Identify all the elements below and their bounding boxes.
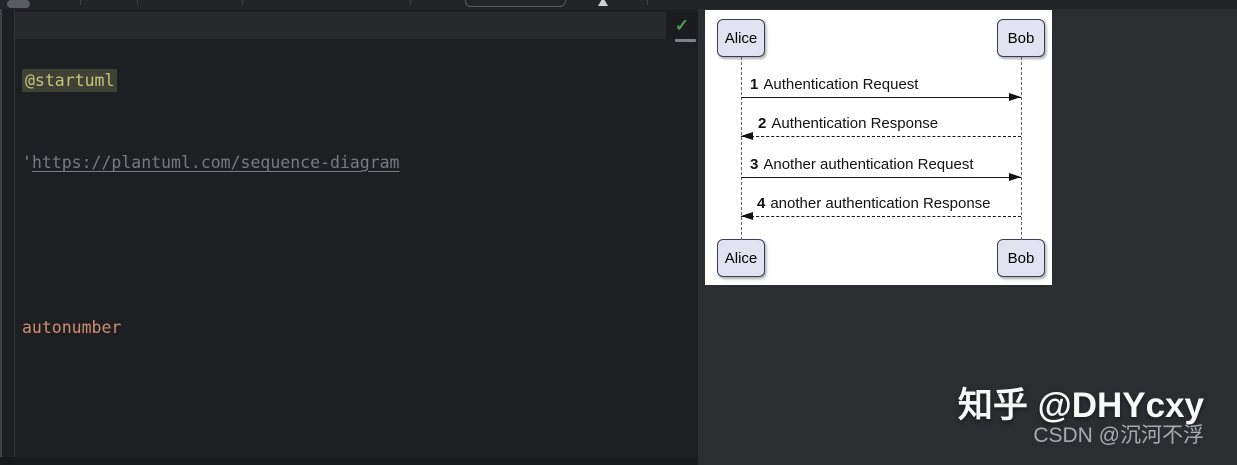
checkmark-icon[interactable]: ✓ [674, 15, 690, 35]
message-text: Authentication Request [763, 76, 919, 93]
message-number: 1 [750, 76, 759, 93]
gutter-divider [14, 9, 15, 465]
message-line-solid [741, 177, 1021, 178]
participant-box-alice-top: Alice [717, 19, 765, 57]
arrowhead-right-icon [1009, 172, 1021, 181]
message-text: Another authentication Request [763, 156, 974, 173]
message-text: Authentication Response [771, 115, 939, 132]
message-number: 3 [750, 156, 759, 173]
comment-link[interactable]: https://plantuml.com/sequence-diagram [31, 153, 400, 172]
participant-box-bob-top: Bob [997, 19, 1045, 57]
toolbar-button[interactable] [465, 0, 566, 7]
editor-bottom-strip [0, 457, 698, 465]
inspections-widget[interactable]: ✓ [666, 11, 698, 39]
comment-quote: ' [22, 153, 32, 172]
autonumber-token[interactable]: autonumber [22, 318, 122, 337]
message-number: 2 [758, 115, 767, 132]
watermark-zhihu: 知乎 @DHYcxy [957, 386, 1204, 425]
toolbar-strip [0, 0, 1237, 9]
code-line[interactable]: @startuml [22, 67, 682, 95]
lifeline-bob [1021, 57, 1022, 240]
message-line-solid [741, 97, 1021, 98]
message-line-dashed [741, 136, 1021, 137]
current-line-highlight [15, 11, 666, 39]
arrowhead-left-icon [741, 131, 753, 140]
message-text: another authentication Response [770, 195, 991, 212]
message-number: 4 [757, 195, 766, 212]
code-area[interactable]: @startuml 'https://plantuml.com/sequence… [22, 12, 682, 465]
toolbar-divider [80, 0, 81, 5]
code-line[interactable]: autonumber [22, 314, 682, 342]
scrollbar-mark[interactable] [675, 38, 696, 42]
toolbar-divider [647, 0, 648, 5]
startuml-token[interactable]: @startuml [22, 68, 118, 92]
participant-box-bob-bottom: Bob [997, 239, 1045, 277]
toolbar-tab[interactable] [7, 0, 30, 8]
code-line[interactable] [22, 232, 682, 260]
code-line[interactable]: 'https://plantuml.com/sequence-diagram [22, 149, 682, 177]
arrowhead-right-icon [1009, 92, 1021, 101]
editor-left-edge [0, 9, 2, 465]
participant-box-alice-bottom: Alice [717, 239, 765, 277]
code-editor[interactable]: @startuml 'https://plantuml.com/sequence… [0, 9, 698, 465]
message-line-dashed [741, 216, 1021, 217]
pointer-icon[interactable] [598, 0, 608, 6]
toolbar-divider [410, 0, 411, 5]
toolbar-divider [137, 0, 138, 5]
arrowhead-left-icon [741, 211, 753, 220]
toolbar-divider [242, 0, 243, 5]
watermark-csdn: CSDN @沉河不浮 [1033, 424, 1204, 447]
lifeline-alice [741, 57, 742, 240]
code-line[interactable] [22, 397, 682, 425]
